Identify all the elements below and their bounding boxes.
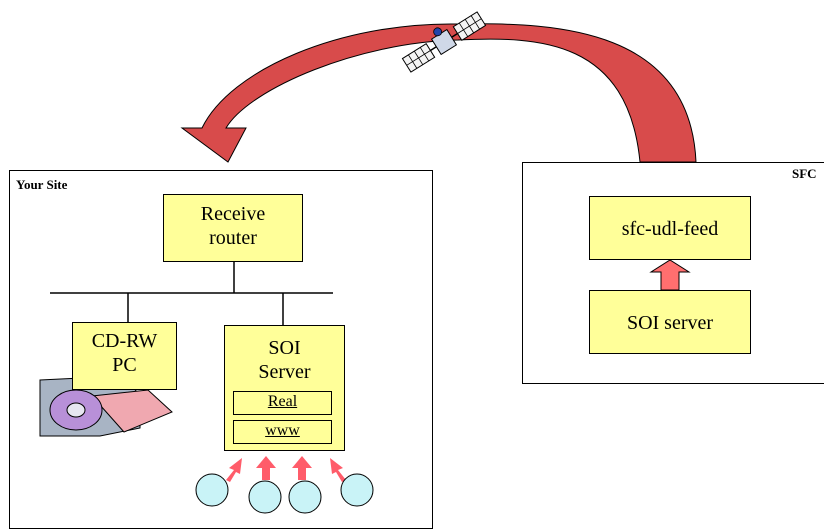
- receive-router-box: Receive router: [163, 194, 303, 262]
- cdrw-pc-label: CD-RW PC: [91, 330, 158, 376]
- www-box: www: [233, 420, 332, 444]
- soi-server-label: SOI Server: [258, 337, 311, 383]
- client-circle-icon: [288, 480, 322, 514]
- real-label: Real: [267, 393, 298, 410]
- sfc-udl-feed-label: sfc-udl-feed: [621, 218, 719, 240]
- sfc-udl-feed-box: sfc-udl-feed: [589, 196, 751, 260]
- client-circle-icon: [248, 480, 282, 514]
- client-arrow-2: [256, 456, 276, 480]
- client-arrow-3: [292, 456, 312, 480]
- client-arrow-1: [226, 458, 242, 482]
- client-circle-icon: [195, 473, 229, 507]
- cdrw-pc-box: CD-RW PC: [72, 322, 177, 390]
- satellite-icon: [401, 11, 487, 73]
- client-circle-icon: [340, 473, 374, 507]
- www-label: www: [265, 422, 300, 439]
- sfc-label: SFC: [792, 166, 817, 181]
- your-site-label: Your Site: [16, 177, 68, 192]
- sfc-soi-server-label: SOI server: [626, 312, 714, 334]
- sfc-soi-server-box: SOI server: [589, 290, 751, 354]
- receive-router-label: Receive router: [200, 203, 266, 249]
- real-box: Real: [233, 391, 332, 415]
- sfc-up-arrow: [649, 259, 691, 291]
- client-arrow-4: [330, 458, 346, 482]
- downlink-arc: [180, 23, 697, 163]
- cd-drive-icon: [39, 375, 173, 437]
